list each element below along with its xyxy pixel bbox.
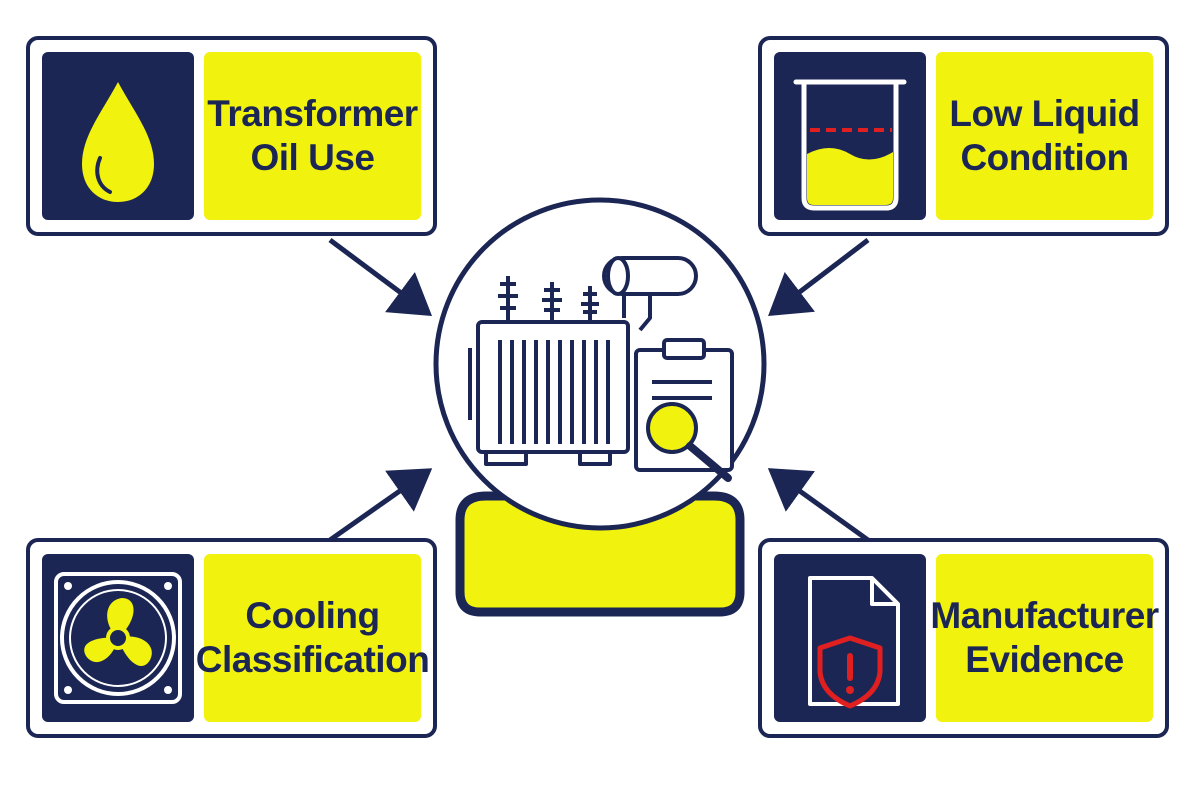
card-label-box: Transformer Oil Use [204,52,421,220]
card-title-line1: Manufacturer [930,595,1159,636]
card-label-box: Cooling Classification [196,554,430,722]
card-title-line1: Transformer [207,93,418,134]
card-title-line1: Cooling [245,595,380,636]
liquid-level-icon [774,52,926,220]
hub-base [455,491,745,617]
arrow-top-right [768,238,870,317]
card-low-liquid-condition: Low Liquid Condition [758,36,1169,236]
card-title: Manufacturer Evidence [930,594,1159,682]
card-transformer-oil-use: Transformer Oil Use [26,36,437,236]
card-title-line2: Oil Use [250,137,375,178]
card-manufacturer-evidence: Manufacturer Evidence [758,538,1169,738]
card-cooling-classification: Cooling Classification [26,538,437,738]
card-title-line2: Condition [960,137,1129,178]
transformer-icon [468,256,734,482]
oil-drop-icon [42,52,194,220]
card-title: Cooling Classification [196,594,430,682]
card-title-line2: Classification [195,639,430,680]
fan-icon [42,554,194,722]
arrow-bottom-right [767,468,870,543]
card-label-box: Low Liquid Condition [936,52,1153,220]
card-title: Low Liquid Condition [949,92,1140,180]
card-title-line1: Low Liquid [949,93,1140,134]
arrow-top-left [328,237,433,316]
arrow-bottom-left [328,468,433,543]
document-warning-icon [774,554,926,722]
card-title-line2: Evidence [965,639,1124,680]
card-title: Transformer Oil Use [207,92,418,180]
card-label-box: Manufacturer Evidence [930,554,1159,722]
